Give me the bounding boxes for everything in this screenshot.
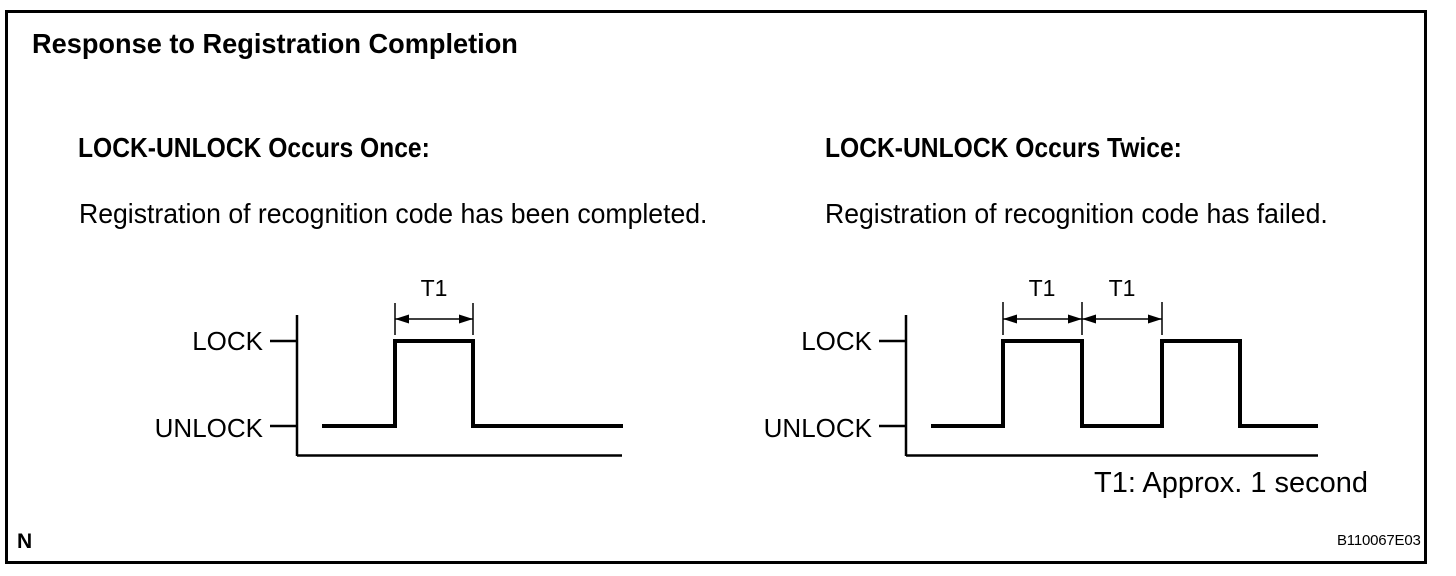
once-t1-arrowhead-left — [395, 314, 409, 324]
once-t1-arrowhead-right — [459, 314, 473, 324]
figure-title: Response to Registration Completion — [32, 28, 518, 59]
once-signal-trace — [322, 339, 623, 428]
once-t1-label: T1 — [421, 275, 448, 301]
twice-signal-trace — [931, 339, 1318, 428]
twice-lock-label: LOCK — [801, 326, 872, 356]
twice-unlock-label: UNLOCK — [764, 413, 873, 443]
twice-t1-label-1: T1 — [1029, 275, 1056, 301]
panel-twice-description: Registration of recognition code has fai… — [825, 198, 1328, 229]
twice-t1-arrowhead-2-left — [1082, 314, 1096, 324]
figure-code: B110067E03 — [1337, 532, 1421, 549]
figure-border — [5, 10, 1427, 564]
twice-t1-label-2: T1 — [1109, 275, 1136, 301]
once-lock-label: LOCK — [192, 326, 263, 356]
waveform-once-diagram: LOCK UNLOCK T1 — [155, 275, 623, 457]
panel-twice-heading: LOCK-UNLOCK Occurs Twice: — [825, 132, 1182, 163]
page-marker: N — [17, 530, 33, 553]
once-unlock-label: UNLOCK — [155, 413, 264, 443]
twice-t1-arrowhead-2-right — [1148, 314, 1162, 324]
waveform-twice-diagram: LOCK UNLOCK T1 T1 — [764, 275, 1318, 457]
twice-t1-arrowhead-1-left — [1003, 314, 1017, 324]
twice-t1-arrowhead-1-right — [1068, 314, 1082, 324]
panel-once-description: Registration of recognition code has bee… — [79, 198, 708, 229]
t1-footnote: T1: Approx. 1 second — [1094, 467, 1369, 499]
panel-once-heading: LOCK-UNLOCK Occurs Once: — [78, 132, 430, 163]
